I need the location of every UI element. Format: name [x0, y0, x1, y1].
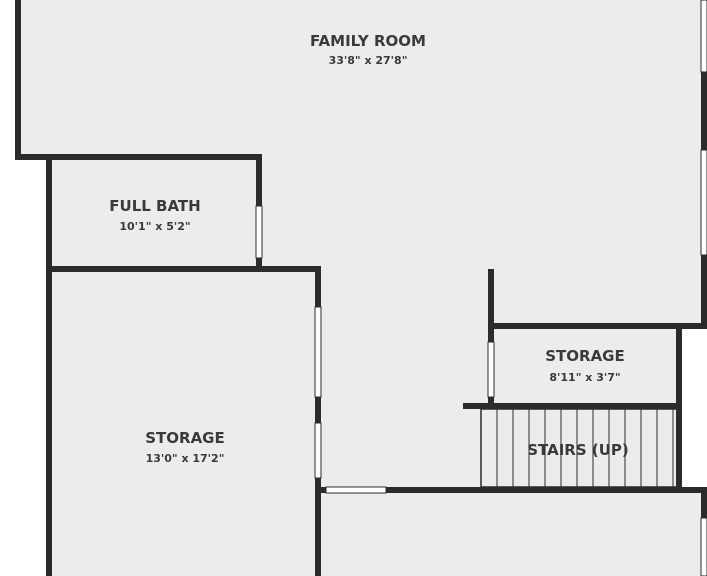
family-room-label: FAMILY ROOM — [310, 32, 426, 50]
storage-right-dimensions: 8'11" x 3'7" — [549, 371, 620, 384]
storage-left-floor — [50, 270, 318, 576]
stairs-floor — [481, 408, 677, 488]
bottom-room-floor — [320, 492, 703, 576]
window-family-right-b — [700, 149, 707, 256]
storage-left-label: STORAGE — [145, 429, 225, 447]
full-bath-floor — [50, 160, 259, 269]
window-storage-b — [314, 422, 322, 479]
storage-right-label: STORAGE — [545, 347, 625, 365]
windows — [255, 0, 707, 576]
family-room-dimensions: 33'8" x 27'8" — [329, 54, 408, 67]
window-bath — [255, 205, 263, 259]
window-storage-a — [314, 306, 322, 398]
stairs-outline — [480, 408, 678, 488]
family-room-floor — [18, 0, 704, 158]
full-bath-label: FULL BATH — [109, 197, 200, 215]
full-bath-dimensions: 10'1" x 5'2" — [119, 220, 190, 233]
labels: FAMILY ROOM 33'8" x 27'8" FULL BATH 10'1… — [109, 32, 628, 465]
window-bottom — [325, 486, 387, 494]
storage-right-floor — [493, 328, 679, 406]
family-room-floor-right — [488, 155, 704, 327]
window-storage-right — [487, 341, 495, 398]
storage-left-dimensions: 13'0" x 17'2" — [146, 452, 225, 465]
window-family-right-a — [700, 0, 707, 73]
window-bottom-right — [700, 517, 707, 576]
stairs-treads — [496, 409, 674, 487]
floor-areas — [18, 0, 704, 576]
stairs-label: STAIRS (UP) — [527, 441, 629, 459]
